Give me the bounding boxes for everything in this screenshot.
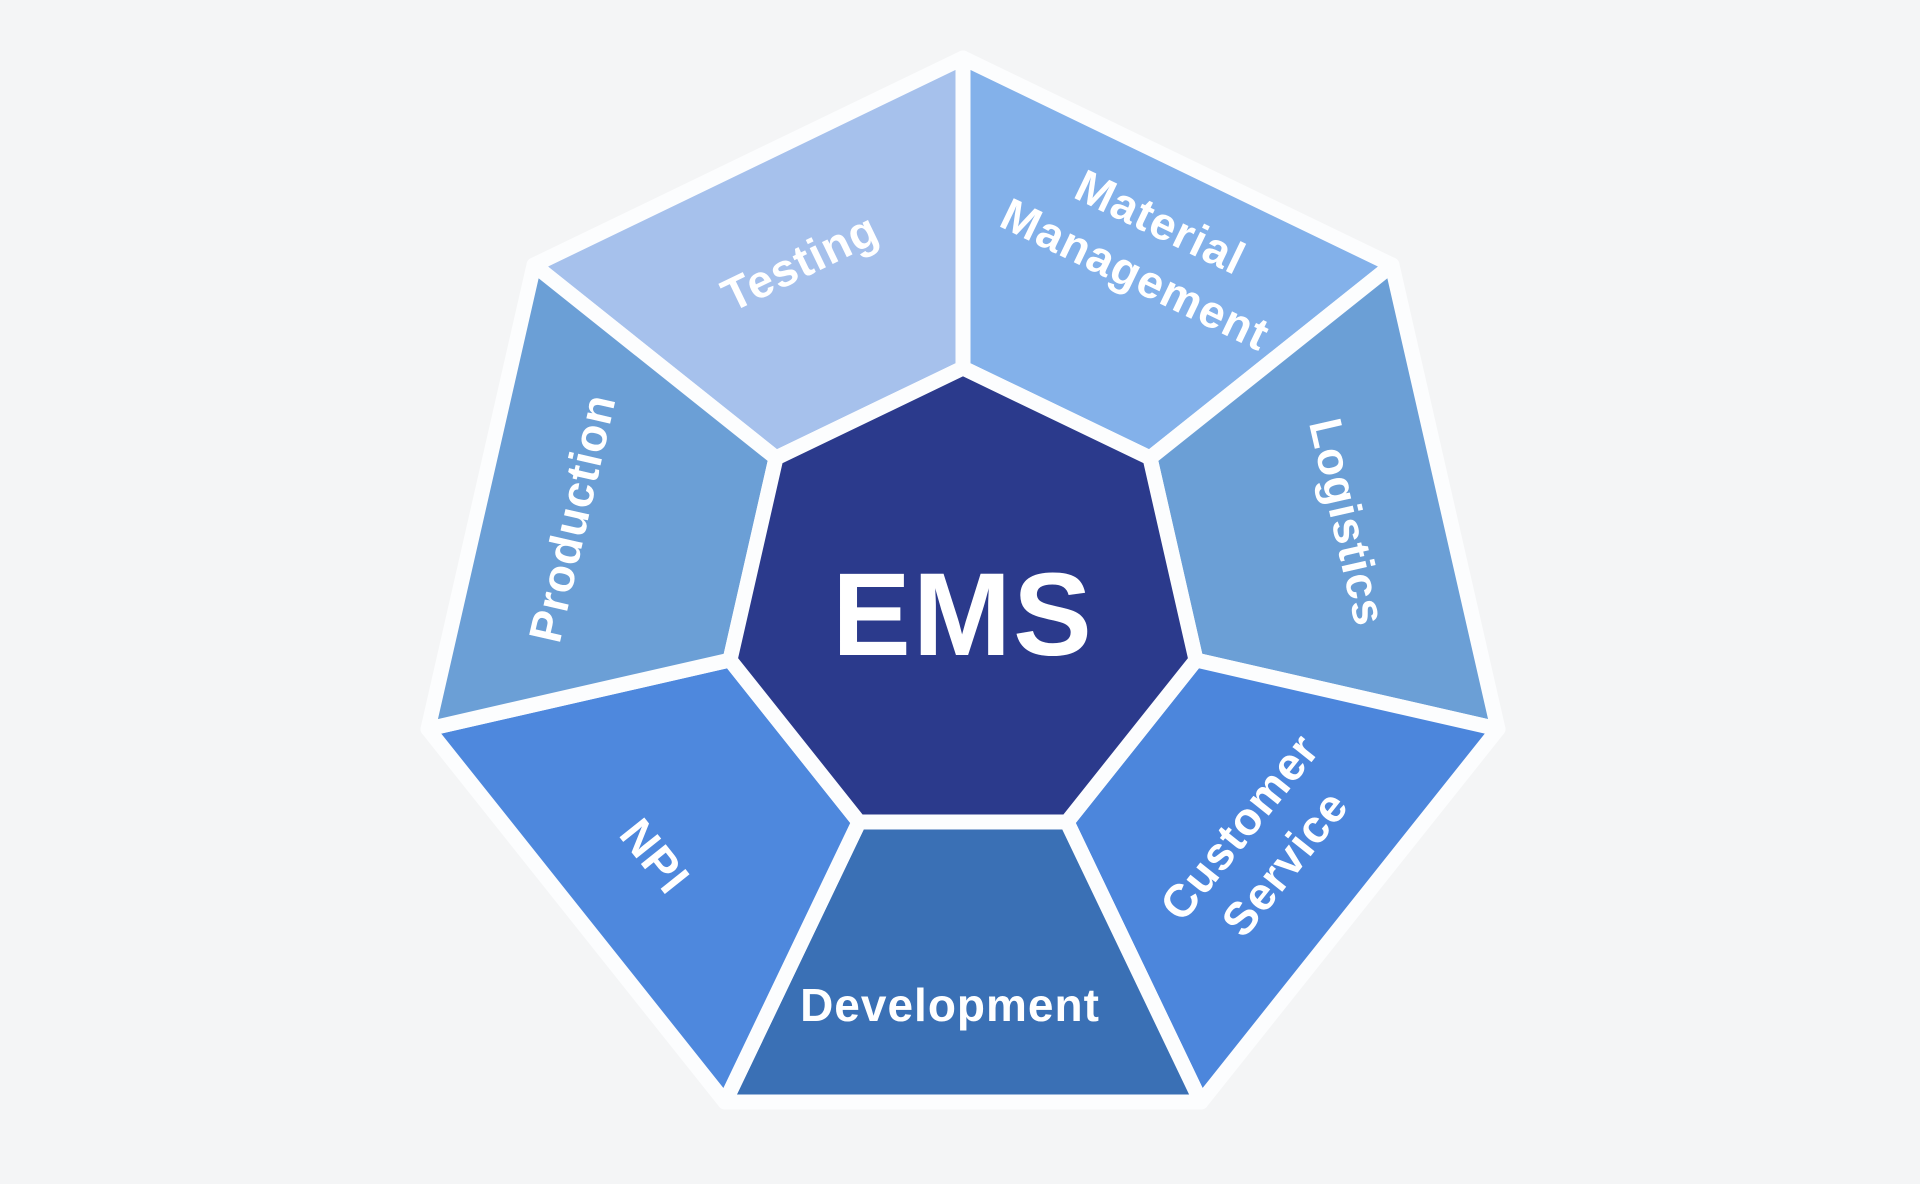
segment-label-development-group: Development	[800, 979, 1100, 1031]
center-heptagon	[722, 360, 1204, 830]
center-label: EMS	[832, 549, 1094, 681]
segment-label-development: Development	[800, 979, 1100, 1031]
